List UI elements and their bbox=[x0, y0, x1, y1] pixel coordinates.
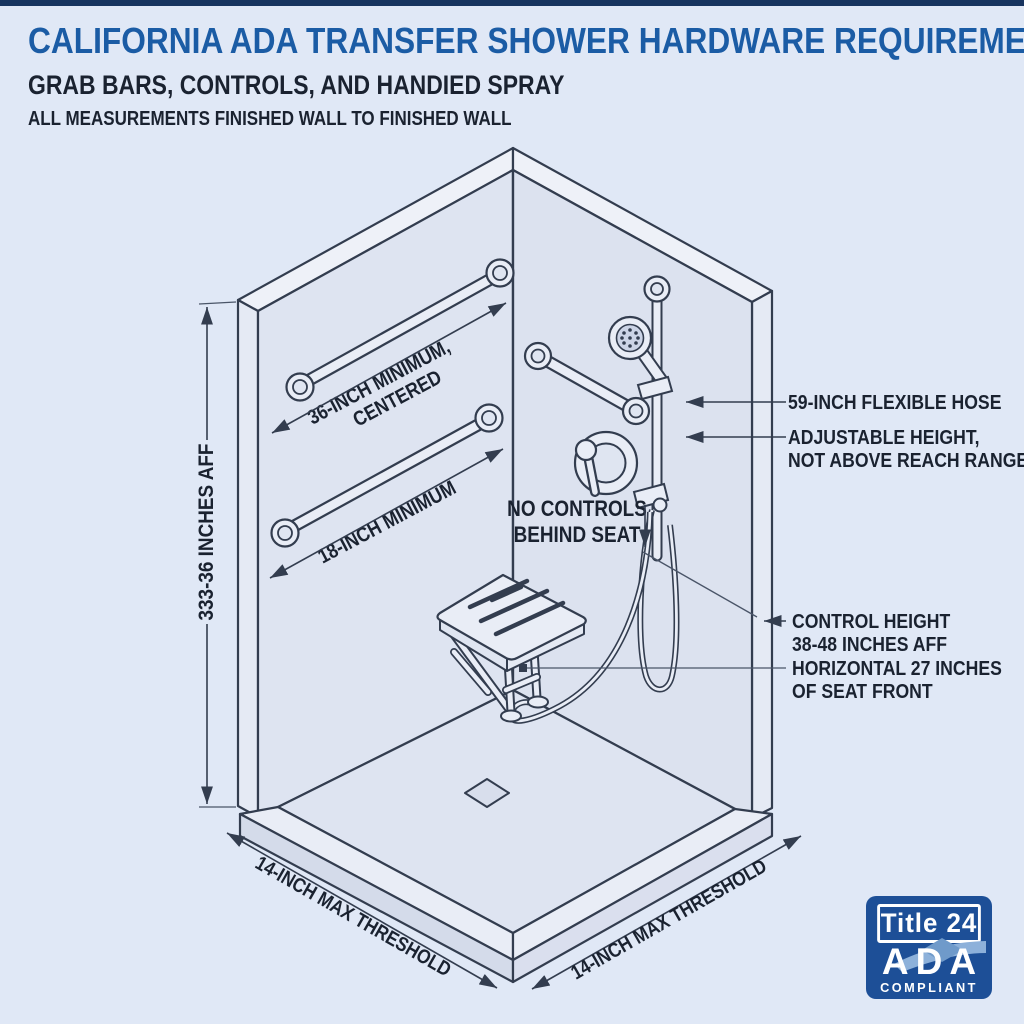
hose-bottom-bracket bbox=[632, 482, 670, 513]
svg-text:BEHIND SEAT: BEHIND SEAT bbox=[514, 523, 641, 548]
height-dimension-label: 333-36 INCHES AFF bbox=[195, 444, 218, 621]
folding-seat-icon bbox=[436, 573, 587, 723]
page-subtitle: GRAB BARS, CONTROLS, AND HANDIED SPRAY bbox=[28, 70, 565, 100]
right-wall-front-edge bbox=[750, 289, 774, 820]
callout-control-height: CONTROL HEIGHT 38-48 INCHES AFF bbox=[792, 611, 951, 657]
svg-text:OF SEAT FRONT: OF SEAT FRONT bbox=[792, 681, 933, 704]
left-wall-front-edge bbox=[236, 298, 260, 819]
handheld-shower-icon bbox=[607, 315, 674, 401]
svg-text:ADJUSTABLE HEIGHT,: ADJUSTABLE HEIGHT, bbox=[788, 427, 980, 450]
seat-slots bbox=[467, 578, 566, 637]
top-accent-bar bbox=[0, 0, 1024, 6]
back-grab-bar bbox=[523, 341, 651, 426]
header: CALIFORNIA ADA TRANSFER SHOWER HARDWARE … bbox=[28, 20, 1024, 131]
height-dimension: 333-36 INCHES AFF bbox=[195, 301, 237, 808]
callout-hose: 59-INCH FLEXIBLE HOSE bbox=[788, 392, 1001, 415]
shower-valve-icon bbox=[573, 430, 639, 497]
slide-bar bbox=[643, 275, 671, 562]
page-title: CALIFORNIA ADA TRANSFER SHOWER HARDWARE … bbox=[28, 20, 1024, 61]
grab-bar-dimensions bbox=[269, 302, 507, 579]
svg-text:NOT ABOVE REACH RANGE: NOT ABOVE REACH RANGE bbox=[788, 450, 1024, 473]
badge-ada-label: ADA bbox=[881, 941, 984, 982]
measurement-note: ALL MEASUREMENTS FINISHED WALL TO FINISH… bbox=[28, 108, 512, 130]
svg-text:38-48 INCHES AFF: 38-48 INCHES AFF bbox=[792, 634, 947, 657]
badge-compliant-label: COMPLIANT bbox=[880, 980, 978, 995]
flexible-hose bbox=[508, 509, 680, 724]
svg-text:CONTROL HEIGHT: CONTROL HEIGHT bbox=[792, 611, 951, 634]
callout-adjustable-height: ADJUSTABLE HEIGHT, NOT ABOVE REACH RANGE bbox=[788, 427, 1024, 473]
svg-text:HORIZONTAL 27 INCHES: HORIZONTAL 27 INCHES bbox=[792, 658, 1002, 681]
callout-seat-front: HORIZONTAL 27 INCHES OF SEAT FRONT bbox=[792, 658, 1002, 704]
callout-leaders bbox=[519, 396, 786, 672]
seat-front-marker bbox=[519, 664, 527, 672]
seat-top bbox=[436, 573, 587, 661]
svg-text:59-INCH FLEXIBLE HOSE: 59-INCH FLEXIBLE HOSE bbox=[788, 392, 1001, 415]
drain-icon bbox=[464, 778, 510, 808]
svg-text:NO CONTROLS: NO CONTROLS bbox=[507, 497, 647, 522]
badge-title24-label: Title 24 bbox=[877, 904, 981, 943]
ada-swoosh-icon bbox=[894, 938, 986, 972]
slide-holder-bracket bbox=[636, 375, 674, 401]
title24-ada-badge: Title 24 ADA COMPLIANT bbox=[866, 896, 992, 999]
no-controls-note: NO CONTROLS BEHIND SEAT bbox=[507, 497, 647, 548]
